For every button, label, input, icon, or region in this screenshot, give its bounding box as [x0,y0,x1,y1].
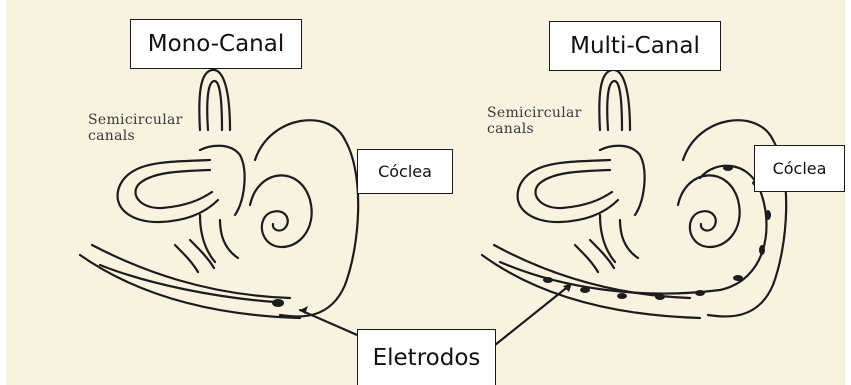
left-vertical-canal [199,70,230,130]
right-cochlea-spiral [678,175,740,247]
right-semicircular-label: Semicircular canals [487,105,582,137]
right-electrode-contact [543,277,553,283]
multi-canal-title: Multi-Canal [549,21,721,71]
left-cochlea-label: Cóclea [357,149,453,194]
right-vertical-canal [599,70,630,130]
right-electrode-arrow [495,285,570,345]
right-cochlea-label: Cóclea [754,145,845,192]
left-semicircular-label: Semicircular canals [88,112,183,144]
mono-canal-title: Mono-Canal [130,19,302,69]
left-electrode-contact [272,299,284,307]
left-cochlea-spiral [250,175,312,247]
right-electrode-wire [500,166,767,294]
left-cochlea-outline [255,120,358,316]
electrodes-label: Eletrodos [357,329,496,385]
